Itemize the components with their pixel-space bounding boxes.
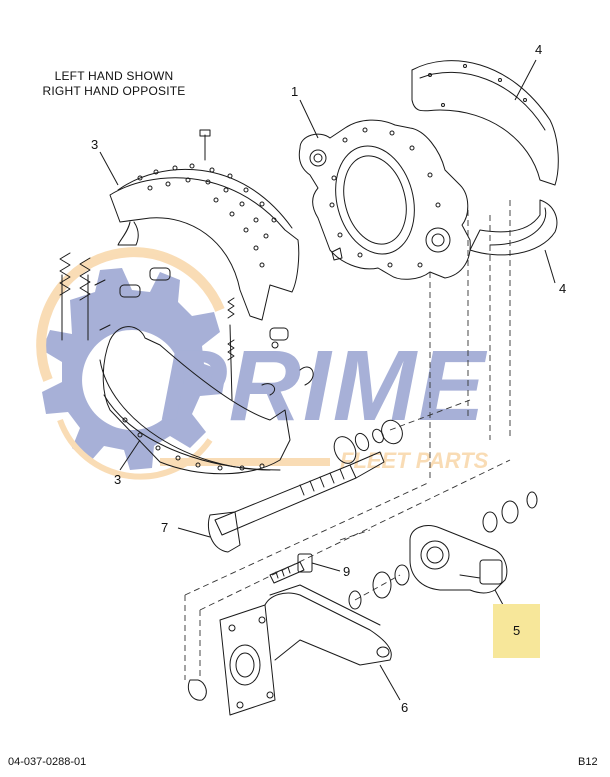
callout-4-top: 4 <box>535 42 543 57</box>
brake-shoe-bottom <box>99 326 291 475</box>
callout-3-top: 3 <box>91 137 99 152</box>
callout-3-bottom: 3 <box>114 472 122 487</box>
return-springs <box>59 252 111 341</box>
shoe-spring <box>227 297 235 401</box>
document-number: 04-037-0288-01 <box>8 756 87 768</box>
callout-1: 1 <box>291 84 299 99</box>
prime-fleet-parts-watermark: PRIME FLEET PARTS <box>36 247 489 480</box>
watermark-prime-text: PRIME <box>160 330 488 442</box>
retainer-clips <box>261 366 314 396</box>
note-line-2: RIGHT HAND OPPOSITE <box>42 84 186 98</box>
dust-shield-bottom <box>469 199 558 256</box>
callout-7: 7 <box>161 520 169 535</box>
s-cam-shaft <box>207 451 385 553</box>
callout-4-right: 4 <box>559 281 567 296</box>
highlight-part-5 <box>493 604 540 658</box>
brake-spider <box>298 119 471 280</box>
washers <box>348 491 538 610</box>
callout-9: 9 <box>343 564 351 579</box>
alignment-lines <box>184 200 511 680</box>
line-art <box>59 60 559 716</box>
anchor-pins <box>119 267 289 349</box>
lining-rivets <box>137 163 277 268</box>
callout-6: 6 <box>401 700 409 715</box>
note-line-1: LEFT HAND SHOWN <box>54 69 174 83</box>
bolt <box>269 553 313 584</box>
dust-shield-top <box>411 60 559 186</box>
brake-shoe-top <box>109 129 300 321</box>
cam-seals <box>333 419 403 464</box>
chamber-bracket <box>187 584 392 716</box>
view-note: LEFT HAND SHOWN RIGHT HAND OPPOSITE <box>34 69 194 99</box>
lining-rivets-bottom <box>122 417 265 471</box>
slack-adjuster <box>409 525 508 594</box>
watermark-subtitle-text: FLEET PARTS <box>340 448 489 473</box>
callout-5: 5 <box>513 623 521 638</box>
page-code: B12 <box>578 756 598 768</box>
